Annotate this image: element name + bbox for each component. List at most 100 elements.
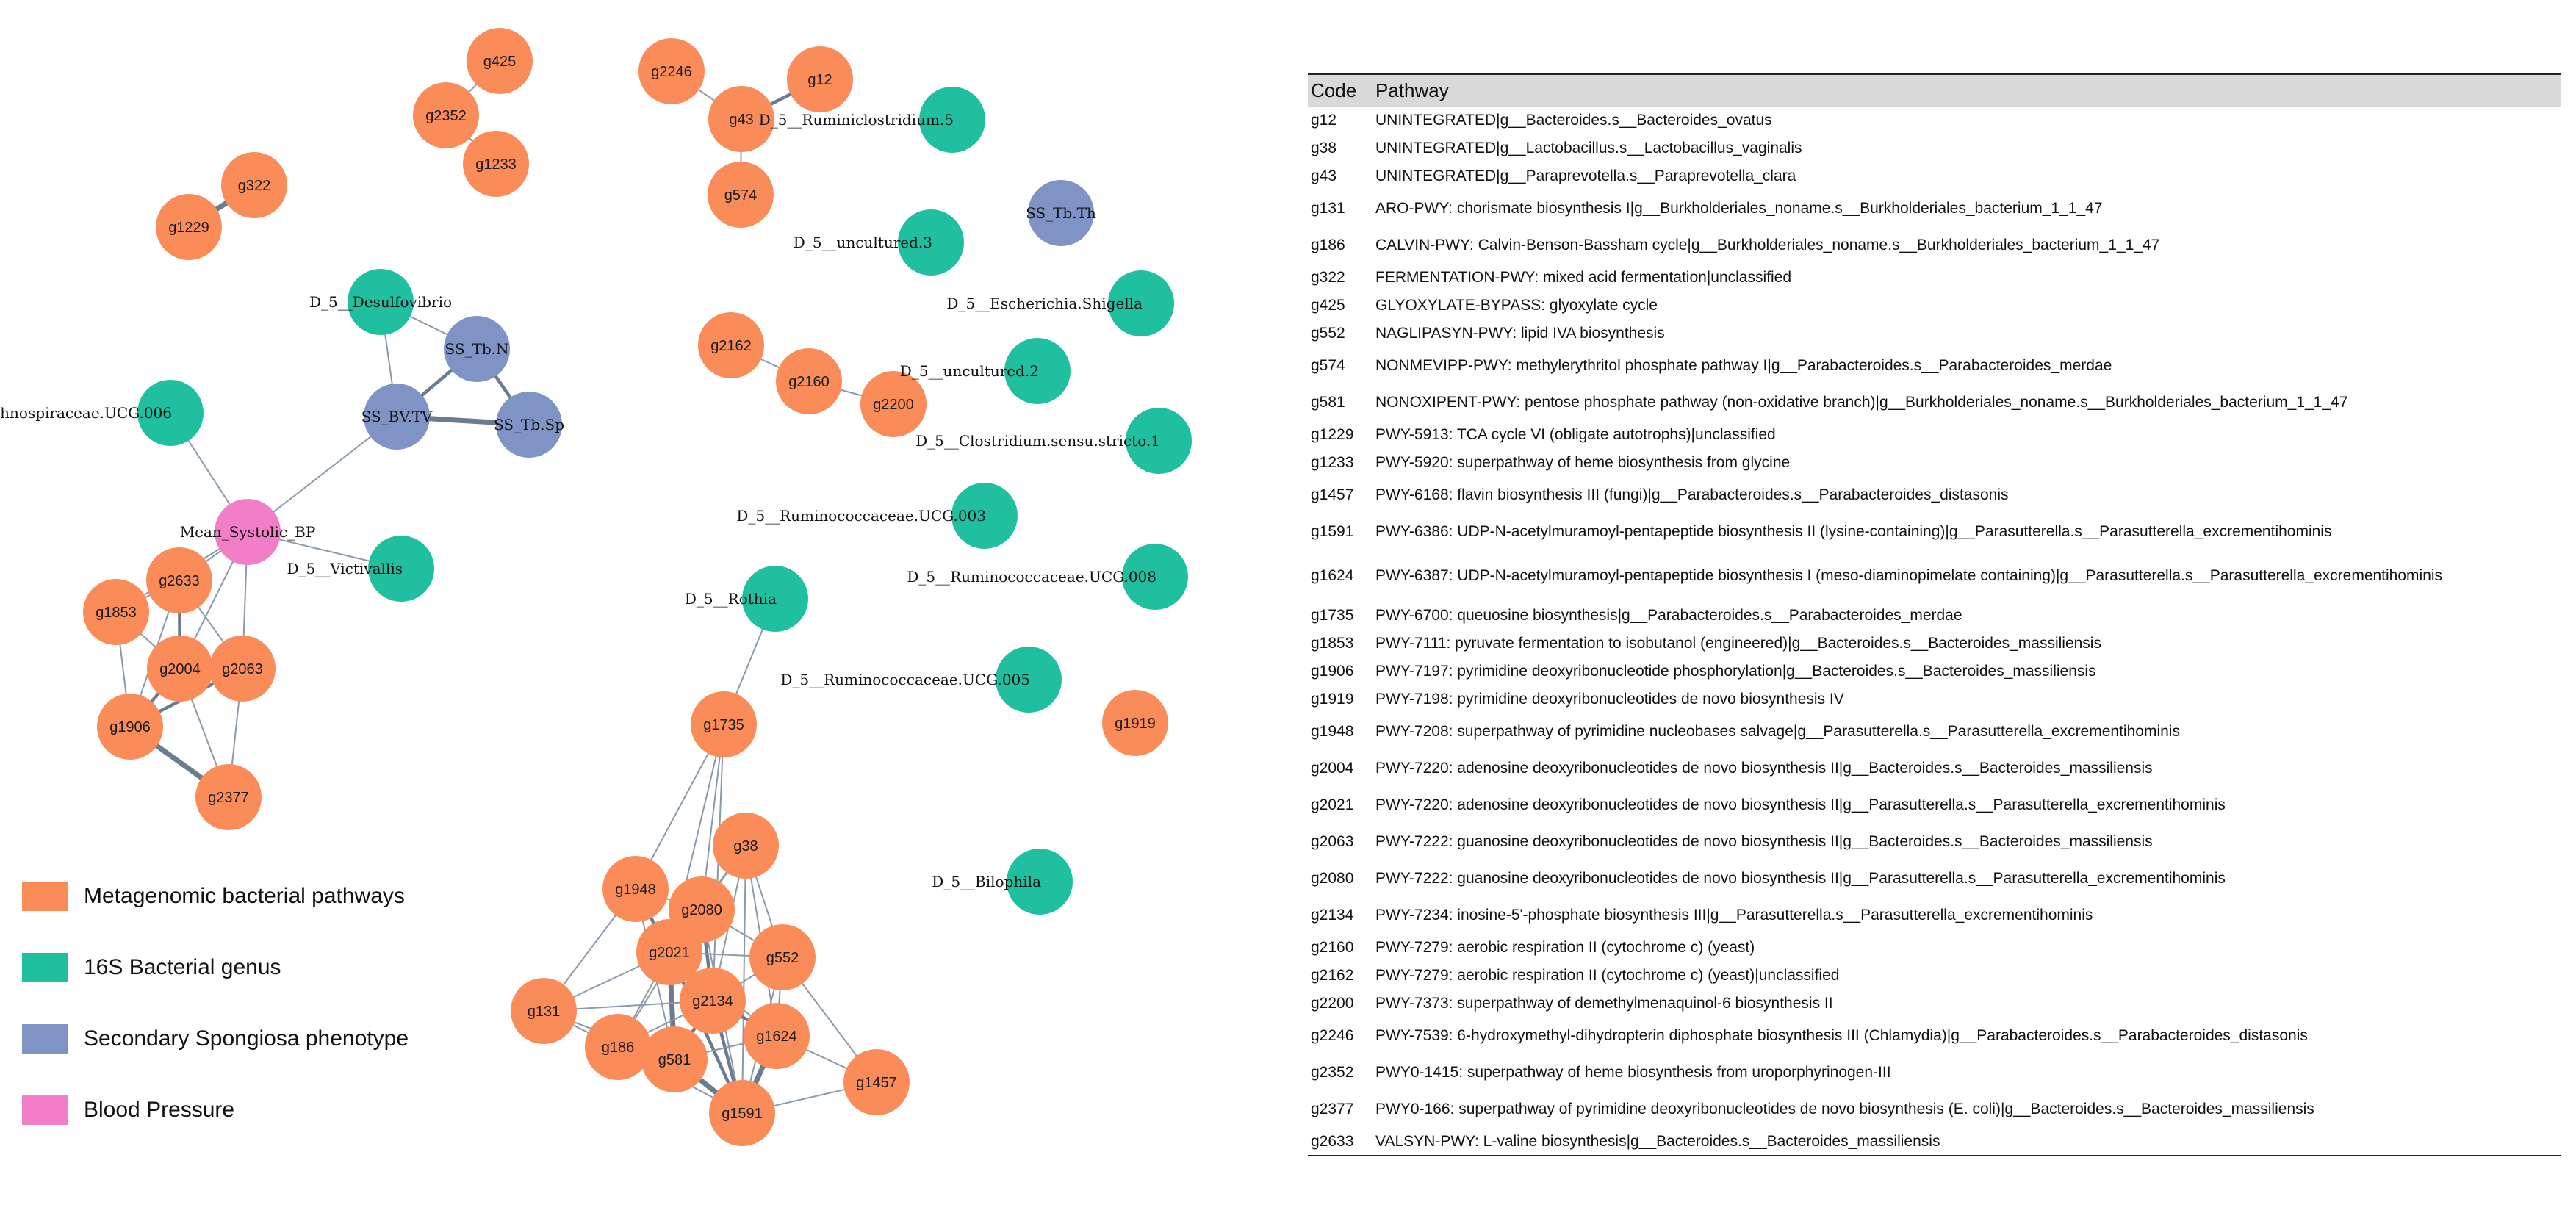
legend-item-metagenomic: Metagenomic bacterial pathways [22, 878, 409, 915]
cell-code: g2134 [1311, 907, 1354, 924]
node-circle-lachno [137, 380, 204, 446]
node-g2352: g2352 [413, 82, 479, 148]
node-label-sstbth: SS_Tb.Th [1026, 204, 1096, 222]
node-label-g1591: g1591 [722, 1106, 763, 1122]
legend-swatch-genus16s [22, 953, 68, 982]
node-sstbn: SS_Tb.N [444, 316, 510, 382]
cell-pathway: PWY-6386: UDP-N-acetylmuramoyl-pentapept… [1375, 523, 2332, 540]
cell-code: g1853 [1311, 635, 1354, 652]
node-circle-g2160 [776, 348, 842, 414]
node-label-g425: g425 [483, 54, 517, 70]
cell-pathway: PWY-7279: aerobic respiration II (cytoch… [1375, 939, 1755, 956]
node-circle-g2162 [698, 312, 764, 378]
node-label-clostr: D_5__Clostridium.sensu.stricto.1 [915, 432, 1160, 450]
node-circle-msbp [215, 499, 281, 565]
node-circle-g2200 [860, 371, 927, 437]
cell-code: g2633 [1311, 1132, 1354, 1150]
cell-pathway: PWY-7539: 6-hydroxymethyl-dihydropterin … [1375, 1027, 2308, 1044]
node-g12: g12 [787, 46, 853, 112]
cell-pathway: PWY-7208: superpathway of pyrimidine nuc… [1375, 723, 2180, 740]
node-circle-g131 [511, 978, 577, 1044]
cell-code: g1229 [1311, 426, 1354, 443]
node-circle-g1233 [463, 131, 529, 197]
legend-item-genus16s: 16S Bacterial genus [22, 949, 409, 986]
node-circle-g322 [221, 152, 287, 218]
node-label-g2162: g2162 [710, 338, 752, 354]
cell-code: g2200 [1311, 995, 1354, 1012]
cell-code: g38 [1311, 140, 1337, 156]
cell-pathway: PWY-7222: guanosine deoxyribonucleotides… [1375, 870, 2226, 887]
node-g2246: g2246 [638, 38, 705, 104]
table-header-row: Code Pathway [1308, 74, 2561, 107]
cell-pathway: PWY-7197: pyrimidine deoxyribonucleotide… [1375, 663, 2096, 680]
cell-code: g2162 [1311, 967, 1354, 984]
node-g2063: g2063 [209, 636, 276, 702]
node-label-rothia: D_5__Rothia [685, 590, 777, 608]
node-label-g1233: g1233 [475, 156, 517, 173]
node-g2200: g2200 [860, 371, 927, 437]
cell-code: g1735 [1311, 607, 1354, 624]
node-g43: g43 [708, 86, 774, 152]
cell-pathway: GLYOXYLATE-BYPASS: glyoxylate cycle [1375, 297, 1658, 314]
node-label-msbp: Mean_Systolic_BP [180, 523, 316, 541]
node-clostr: D_5__Clostridium.sensu.stricto.1 [915, 408, 1192, 474]
node-circle-victi [368, 536, 434, 602]
node-circle-g2633 [146, 547, 212, 613]
node-circle-uncult3 [898, 209, 964, 276]
node-circle-g2063 [209, 636, 276, 702]
node-label-g2352: g2352 [425, 108, 467, 124]
legend-label-metagenomic: Metagenomic bacterial pathways [84, 884, 405, 908]
cell-code: g1906 [1311, 663, 1354, 680]
node-label-g1457: g1457 [856, 1075, 897, 1091]
node-circle-rumino5 [996, 647, 1062, 713]
node-label-g2633: g2633 [159, 573, 200, 589]
cell-pathway: PWY0-1415: superpathway of heme biosynth… [1375, 1064, 1891, 1081]
node-g1229: g1229 [156, 194, 222, 260]
node-circle-g1624 [744, 1003, 810, 1069]
node-circle-uncult2 [1004, 338, 1071, 404]
node-circle-g2246 [638, 38, 705, 104]
node-label-g2063: g2063 [222, 661, 263, 677]
node-circle-rumini5 [919, 87, 985, 153]
node-g552: g552 [749, 924, 816, 990]
node-circle-g581 [641, 1026, 708, 1092]
cell-pathway: UNINTEGRATED|g__Bacteroides.s__Bacteroid… [1375, 112, 1772, 129]
node-label-g1919: g1919 [1115, 716, 1156, 732]
node-g1948: g1948 [602, 856, 669, 922]
node-ssbvtv: SS_BV.TV [361, 384, 433, 450]
node-label-victi: D_5__Victivallis [287, 560, 403, 577]
table-row: g1906 PWY-7197: pyrimidine deoxyribonucle… [1308, 658, 2561, 685]
cell-pathway: PWY-6168: flavin biosynthesis III (fungi… [1375, 486, 2009, 503]
cell-code: g2160 [1311, 939, 1354, 956]
node-g1919: g1919 [1102, 690, 1168, 756]
node-bilo: D_5__Bilophila [932, 849, 1073, 915]
edge-g38-g1591 [741, 845, 746, 1114]
node-label-g38: g38 [733, 838, 758, 854]
node-g2633: g2633 [146, 547, 212, 613]
node-g1735: g1735 [691, 691, 757, 757]
node-label-sstbn: SS_Tb.N [445, 340, 508, 358]
legend-item-spongiosa: Secondary Spongiosa phenotype [22, 1020, 409, 1057]
node-label-g2004: g2004 [159, 661, 201, 677]
cell-code: g131 [1311, 200, 1345, 217]
legend-swatch-metagenomic [22, 882, 68, 911]
cell-pathway: PWY-7111: pyruvate fermentation to isobu… [1375, 635, 2101, 652]
table-row: g1853 PWY-7111: pyruvate fermentation to … [1308, 630, 2561, 658]
node-circle-g2352 [413, 82, 479, 148]
node-label-uncult2: D_5__uncultured.2 [900, 362, 1039, 380]
node-rumini5: D_5__Ruminiclostridium.5 [759, 87, 985, 153]
legend-label-spongiosa: Secondary Spongiosa phenotype [84, 1026, 409, 1051]
